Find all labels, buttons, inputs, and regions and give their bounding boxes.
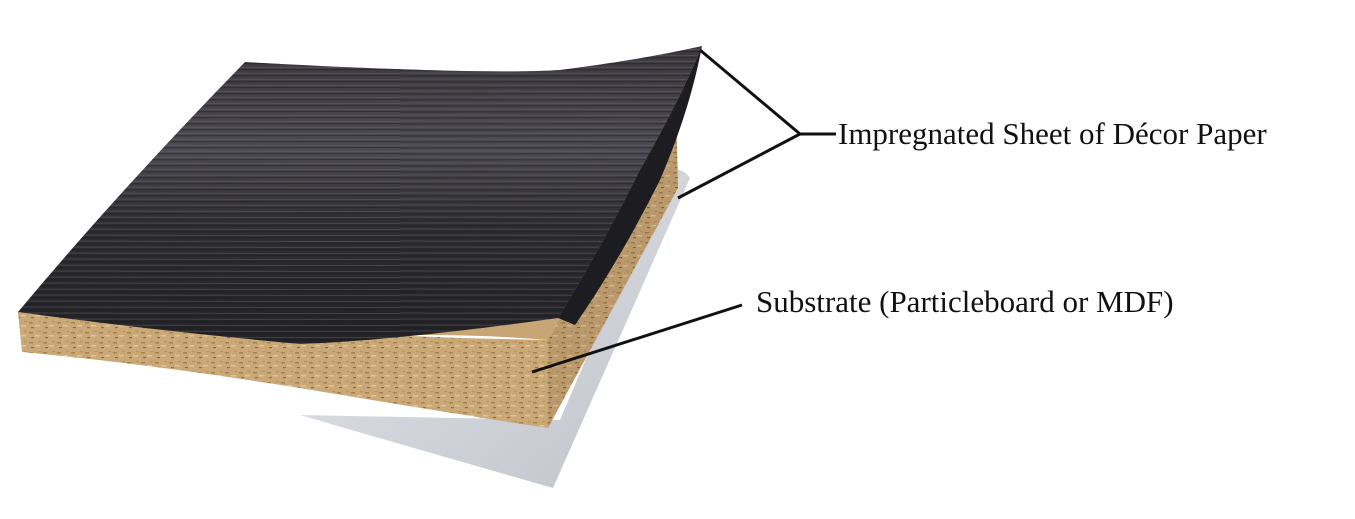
substrate-leader	[531, 303, 743, 374]
substrate-front-edge	[18, 312, 548, 428]
backer-sheet	[300, 166, 690, 488]
substrate-label: Substrate (Particleboard or MDF)	[756, 284, 1174, 319]
decor-paper-leader	[677, 48, 836, 200]
decor-paper-label: Impregnated Sheet of Décor Paper	[838, 116, 1267, 151]
